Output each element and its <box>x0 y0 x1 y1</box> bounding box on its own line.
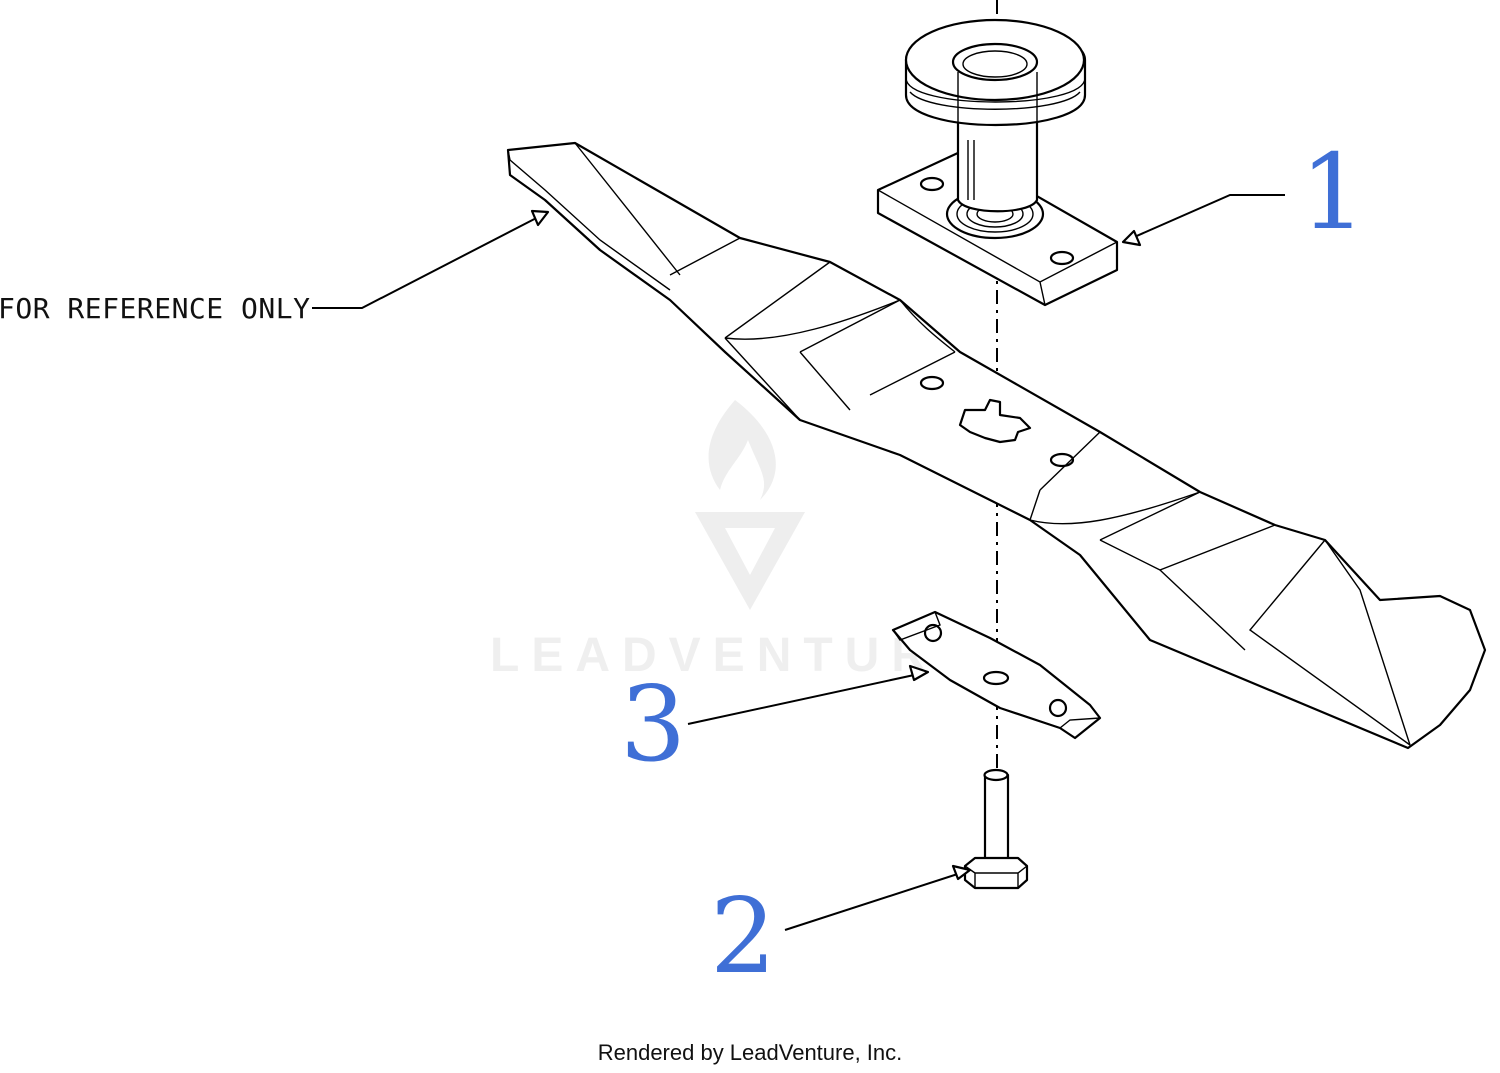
arrowhead-icon <box>1121 229 1142 247</box>
callout-2: 2 <box>710 875 777 997</box>
callout-3: 3 <box>620 663 687 785</box>
reference-note: FOR REFERENCE ONLY <box>0 292 311 325</box>
leader-lines <box>312 194 1285 931</box>
spindle-pulley <box>876 18 1119 307</box>
blade-adapter <box>891 610 1102 740</box>
watermark-logo-icon <box>695 400 805 610</box>
footer-credit: Rendered by LeadVenture, Inc. <box>597 1040 903 1065</box>
watermark-text: LEADVENTURE <box>490 629 983 682</box>
arrowhead-icon <box>530 209 550 227</box>
mower-blade <box>506 141 1487 750</box>
blade-bolt <box>963 768 1029 890</box>
callout-1: 1 <box>1300 131 1367 253</box>
arrowhead-icon <box>908 664 930 682</box>
arrowhead-icon <box>951 864 972 881</box>
